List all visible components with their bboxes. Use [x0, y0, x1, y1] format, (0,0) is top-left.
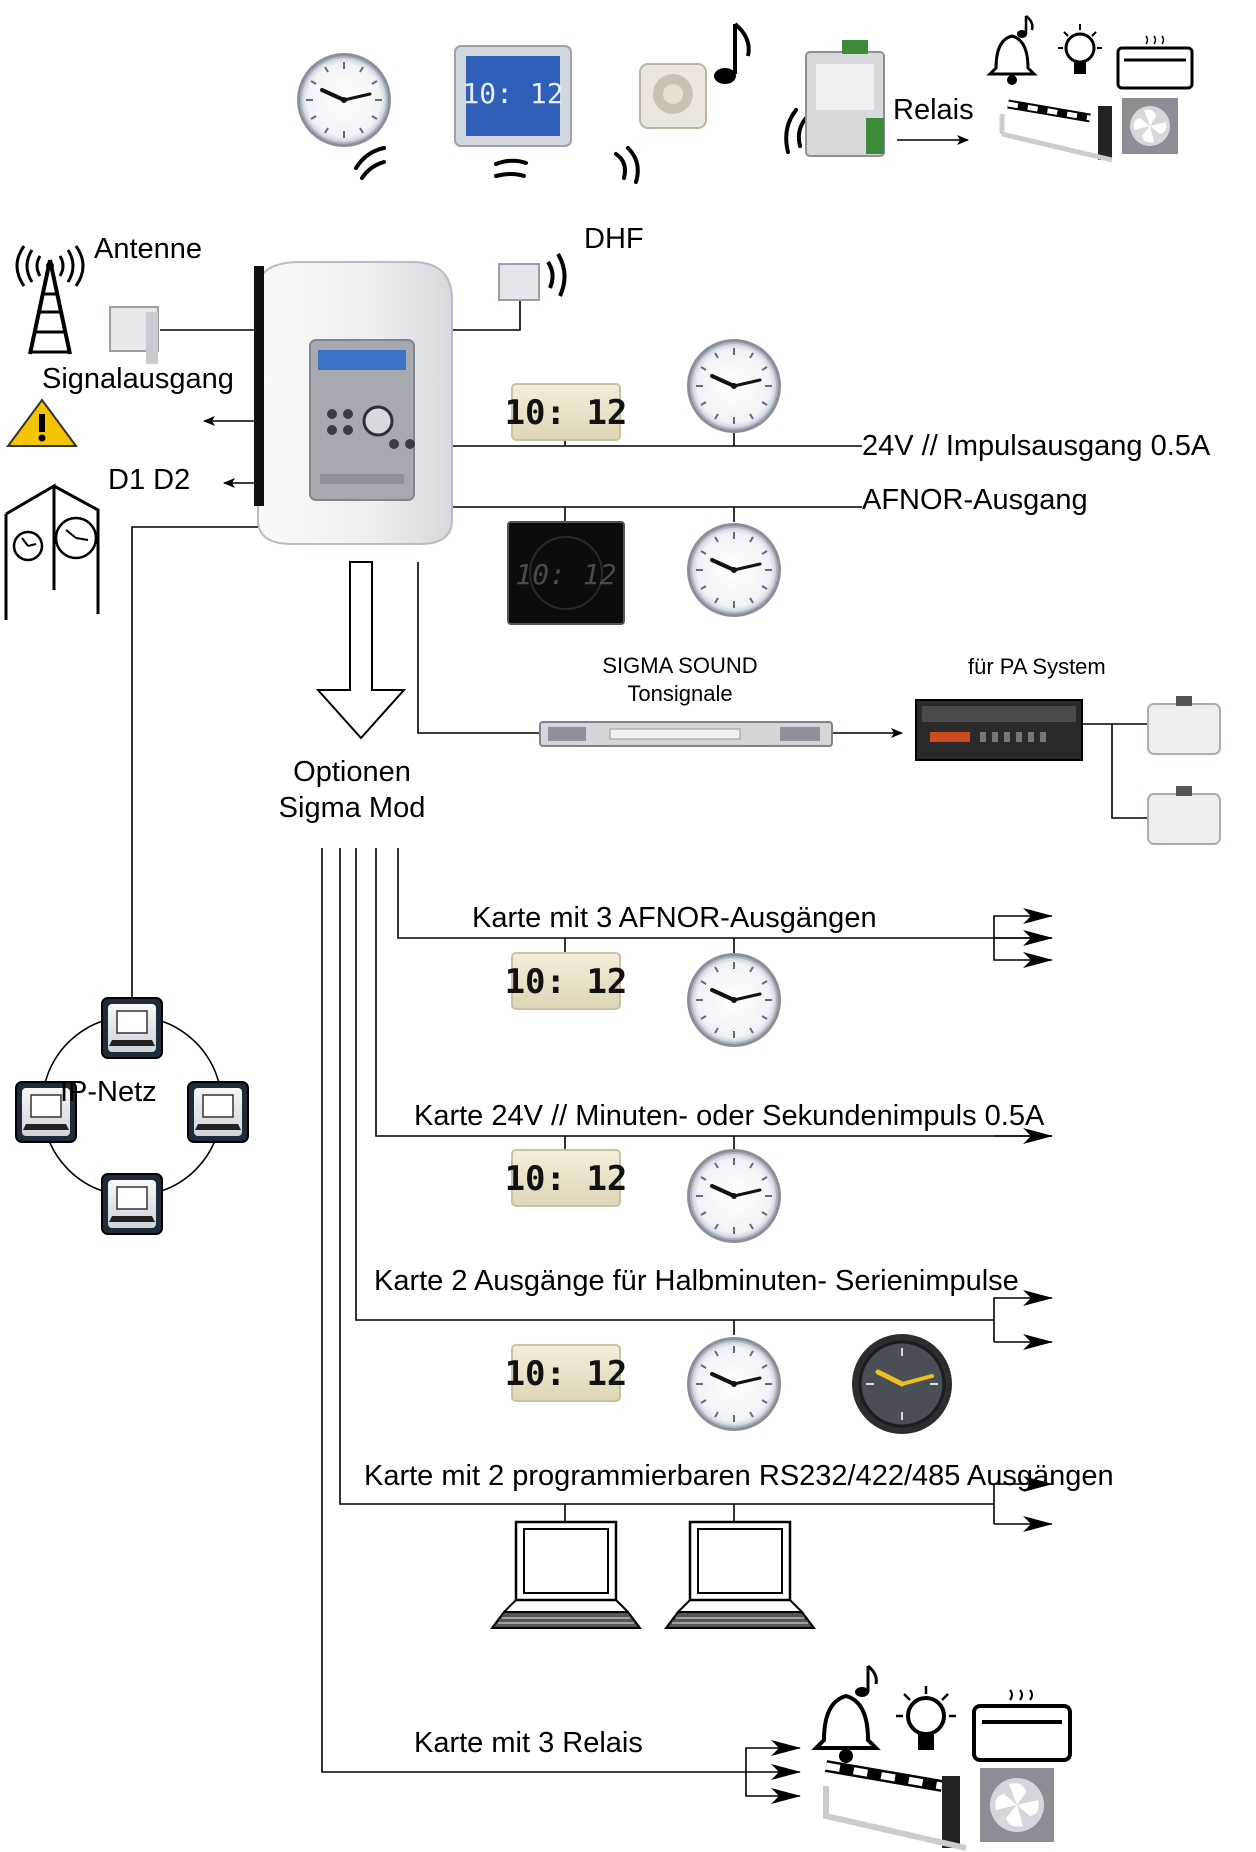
network-computer-icon [187, 1081, 249, 1143]
antenna-receiver-icon [109, 306, 159, 364]
sigma-sound-unit-icon [539, 721, 833, 747]
clock-tower-icon [4, 483, 100, 620]
speaker-icon [639, 63, 707, 129]
fan-icon [1122, 98, 1178, 154]
impulse-card-label: Karte 24V // Minuten- oder Sekundenimpul… [414, 1100, 1045, 1132]
amplifier-icon [915, 699, 1083, 761]
wireless-waves-icon [354, 108, 808, 184]
connection-lines [131, 135, 1148, 1773]
network-computer-icon [101, 1173, 163, 1235]
analog-clock-icon [685, 951, 783, 1049]
laptop-icon [490, 1520, 642, 1630]
barrier-gate-icon [999, 99, 1113, 163]
light-bulb-icon [896, 1686, 956, 1750]
light-bulb-icon [1058, 24, 1102, 74]
relay-module-icon [805, 40, 885, 157]
black-clock-display: 10: 12 [515, 558, 616, 591]
ip-network-label: IP-Netz [60, 1076, 157, 1108]
options-label-line1: Optionen [293, 756, 411, 788]
laptop-icon [664, 1520, 816, 1630]
dhf-label: DHF [584, 223, 644, 255]
d1d2-label: D1 D2 [108, 464, 191, 496]
digital-clock-icon: 10: 12 [505, 1149, 628, 1207]
rs232-card-label: Karte mit 2 programmierbaren RS232/422/4… [364, 1460, 1114, 1492]
analog-clock-icon [685, 521, 783, 619]
analog-clock-icon [685, 337, 783, 435]
heater-icon [972, 1689, 1072, 1762]
lcd-display-text: 10: 12 [505, 962, 628, 1002]
pa-system-label: für PA System [968, 654, 1106, 679]
digital-clock-icon: 10: 12 [454, 45, 572, 147]
barrier-gate-icon [823, 1760, 967, 1851]
relay-card-label: Karte mit 3 Relais [414, 1727, 643, 1759]
sigma-sound-label-line2: Tonsignale [627, 681, 733, 706]
output-arrows [745, 908, 1053, 1804]
analog-clock-icon [685, 1335, 783, 1433]
impuls-24v-label: 24V // Impulsausgang 0.5A [862, 430, 1211, 462]
loudspeaker-icon [1147, 696, 1221, 845]
relais-label: Relais [893, 94, 974, 126]
dhf-transmitter-icon [498, 252, 567, 301]
sigma-sound-label-line1: SIGMA SOUND [602, 653, 758, 678]
fan-icon [980, 1768, 1054, 1842]
analog-clock-icon [295, 51, 393, 149]
half-minute-card-label: Karte 2 Ausgänge für Halbminuten- Serien… [374, 1265, 1019, 1297]
options-arrow [315, 561, 407, 740]
bell-icon [986, 15, 1038, 85]
lcd-display-text: 10: 12 [505, 1159, 628, 1199]
digital-clock-icon: 10: 12 [505, 383, 628, 441]
dark-analog-clock-icon [852, 1334, 952, 1434]
network-computer-icon [101, 997, 163, 1059]
music-note-icon [714, 22, 751, 84]
antenna-tower-icon [15, 245, 85, 355]
options-label-line2: Sigma Mod [278, 792, 426, 824]
warning-icon [6, 398, 78, 447]
afnor-card-label: Karte mit 3 AFNOR-Ausgängen [472, 902, 877, 934]
lcd-display-text: 10: 12 [505, 1354, 628, 1394]
bell-icon [811, 1664, 881, 1763]
master-clock-icon [254, 261, 453, 545]
afnor-output-label: AFNOR-Ausgang [862, 484, 1088, 516]
digital-clock-icon: 10: 12 [507, 521, 625, 625]
analog-clock-icon [685, 1147, 783, 1245]
lcd-display-text: 10: 12 [505, 393, 628, 433]
signalausgang-label: Signalausgang [42, 363, 234, 395]
antenne-label: Antenne [94, 233, 203, 265]
digital-clock-icon: 10: 12 [505, 1344, 628, 1402]
digital-clock-icon: 10: 12 [505, 952, 628, 1010]
heater-icon [1116, 35, 1194, 90]
digital-clock-display: 10: 12 [462, 77, 563, 110]
